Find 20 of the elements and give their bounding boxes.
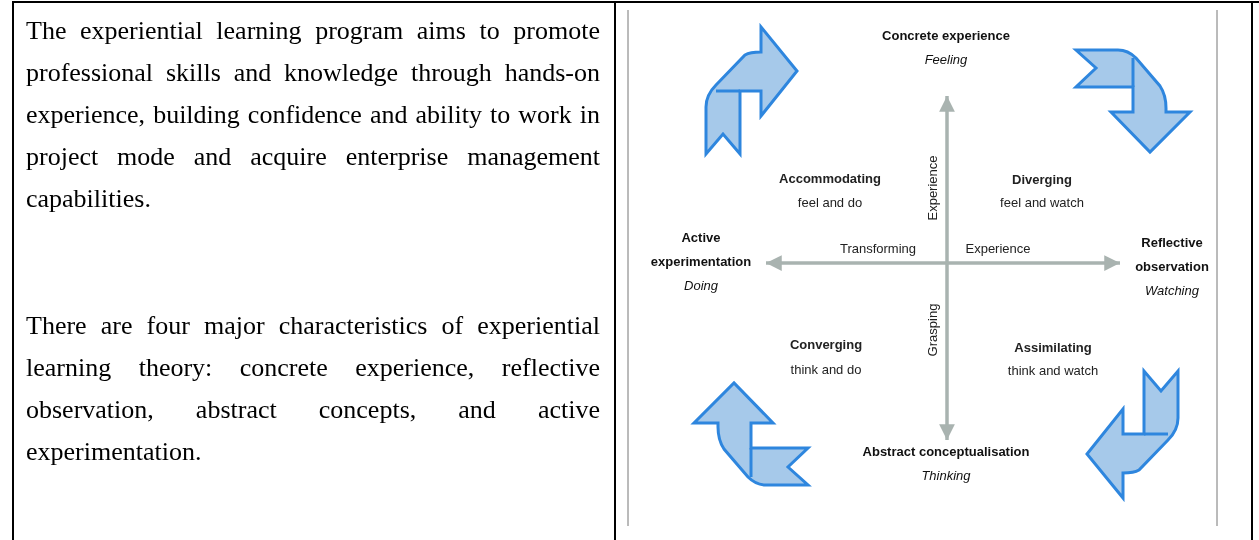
pole-label: Reflective observation Watching [1120, 231, 1224, 303]
style-heading: Diverging [1012, 172, 1072, 188]
style-description: think and watch [1007, 363, 1099, 379]
style-description: feel and do [797, 195, 863, 211]
pole-label: Active experimentation Doing [636, 226, 766, 298]
axis-label: Experience [925, 155, 941, 221]
style-description: Transforming [839, 241, 917, 257]
paragraph: The experiential learning program aims to promote professional skills and knowledge through hands-on experience, building confidence and ability to work in project mode and acquire enterprise management capabilities. [26, 15, 600, 215]
style-description: think and do [790, 362, 862, 378]
pole-label: Abstract conceptualisation Thinking [856, 440, 1036, 512]
axis-arrow [939, 96, 955, 440]
style-heading: Converging [789, 337, 863, 353]
axis-arrow [766, 255, 1120, 271]
style-description: feel and watch [1000, 195, 1084, 211]
style-heading: Accommodating [779, 171, 881, 187]
axis-label: Grasping [925, 303, 941, 357]
style-heading: Assimilating [1014, 340, 1092, 356]
pole-label: Concrete experience Feeling [866, 24, 1026, 96]
style-description: Experience [965, 241, 1031, 257]
paragraph: There are four major characteristics of experiential learning theory: concrete experience, reflective observation, abstract concepts, and active experimentation. [26, 310, 600, 468]
